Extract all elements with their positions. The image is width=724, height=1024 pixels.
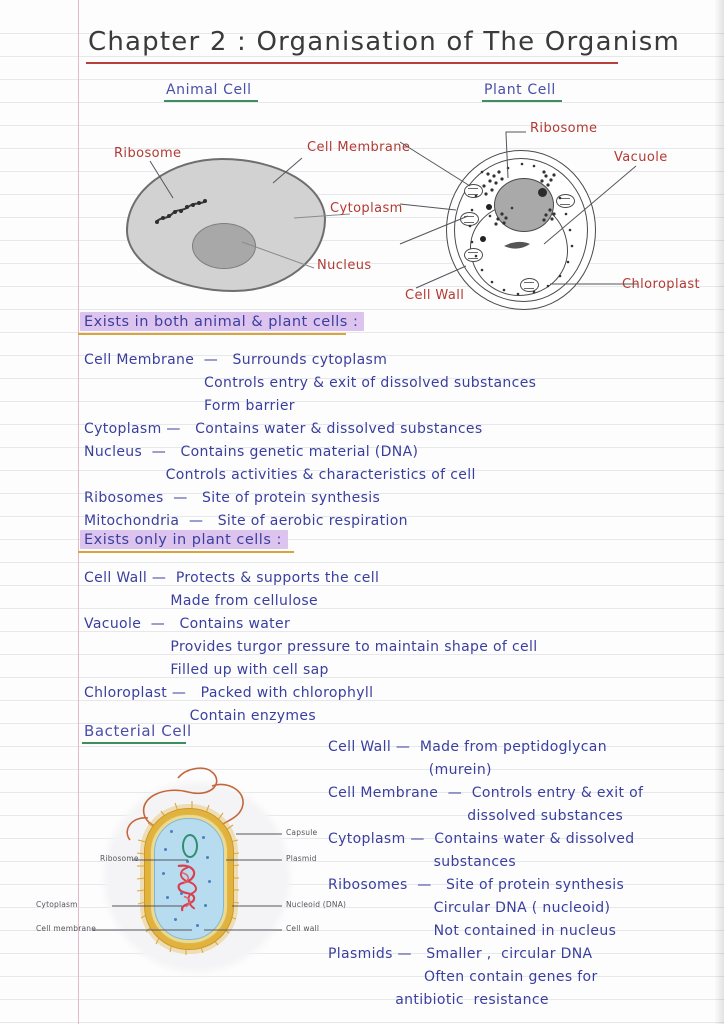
animal-ribosome-shape [155, 199, 207, 224]
plant-cell-body [446, 150, 596, 310]
bacterial-label-capsule: Capsule [286, 828, 318, 837]
animal-cell-nucleus-shape [192, 223, 256, 269]
bacterial-ribosome-dot [164, 848, 167, 851]
section-plant-line: Cell Wall — Protects & supports the cell [84, 570, 380, 586]
section-bacterial-line: Cytoplasm — Contains water & dissolved [328, 831, 635, 847]
bacterial-ribosome-dot [202, 836, 205, 839]
section-bacterial-line: Cell Wall — Made from peptidoglycan [328, 739, 607, 755]
section-bacterial-line: Ribosomes — Site of protein synthesis [328, 877, 625, 893]
animal-label-cytoplasm: Cytoplasm [330, 201, 403, 216]
bacterial-ribosome-dot [206, 856, 209, 859]
chloroplast-shape [464, 248, 483, 262]
bacterial-ribosome-dot [174, 918, 177, 921]
bacterial-nucleoid-shape [177, 864, 197, 912]
animal-cell-heading: Animal Cell [166, 82, 252, 98]
bacterial-ribosome-dot [170, 830, 173, 833]
margin-rule [78, 0, 79, 1024]
section-heading-plant-only: Exists only in plant cells : [80, 530, 288, 549]
animal-cell-heading-underline [164, 100, 258, 102]
section-both-line: Mitochondria — Site of aerobic respirati… [84, 513, 408, 529]
section-plant-line: Chloroplast — Packed with chlorophyll [84, 685, 374, 701]
title-underline [86, 62, 618, 64]
animal-label-nucleus: Nucleus [317, 258, 372, 273]
bacterial-ribosome-dot [166, 896, 169, 899]
section-bacterial-line: Plasmids — Smaller , circular DNA [328, 946, 593, 962]
bacterial-ribosome-dot [180, 892, 183, 895]
bacterial-cell-heading: Bacterial Cell [84, 722, 192, 740]
bacterial-label-ribosome: Ribosome [100, 854, 139, 863]
section-plant-line: Filled up with cell sap [84, 662, 329, 678]
plant-ribosome-stipple [468, 162, 574, 296]
page-edge-shadow [714, 0, 724, 1024]
plant-label-ribosome: Ribosome [530, 121, 598, 136]
section-plant-line: Vacuole — Contains water [84, 616, 291, 632]
section-both-line: Ribosomes — Site of protein synthesis [84, 490, 381, 506]
section-both-line: Cytoplasm — Contains water & dissolved s… [84, 421, 483, 437]
section-bacterial-line: dissolved substances [328, 808, 624, 824]
bacterial-label-cytoplasm: Cytoplasm [36, 900, 78, 909]
bacterial-ribosome-dot [196, 924, 199, 927]
plant-cell-nucleolus-shape [538, 188, 547, 197]
plant-cell-heading: Plant Cell [484, 82, 556, 98]
chloroplast-shape [464, 184, 483, 198]
section-heading-both-underline [78, 333, 346, 335]
plant-label-chloroplast: Chloroplast [622, 277, 700, 292]
bacterial-ribosome-dot [186, 860, 189, 863]
plant-cell-heading-underline [482, 100, 562, 102]
bacterial-cell-heading-underline [82, 742, 186, 744]
animal-label-ribosome: Ribosome [114, 146, 182, 161]
bacterial-plasmid-shape [182, 834, 198, 858]
bacterial-ribosome-dot [204, 904, 207, 907]
plant-organelle-dot [480, 236, 486, 242]
section-bacterial-line: antibiotic resistance [328, 992, 549, 1008]
section-bacterial-line: substances [328, 854, 516, 870]
bacterial-ribosome-dot [162, 872, 165, 875]
chloroplast-shape [520, 278, 539, 292]
section-bacterial-line: Not contained in nucleus [328, 923, 617, 939]
animal-label-cell-membrane: Cell Membrane [307, 140, 411, 155]
plant-organelle-dot [486, 204, 492, 210]
bacterial-label-plasmid: Plasmid [286, 854, 317, 863]
section-both-line: Nucleus — Contains genetic material (DNA… [84, 444, 419, 460]
page-title: Chapter 2 : Organisation of The Organism [88, 27, 681, 57]
animal-cell-leaders [149, 157, 351, 269]
section-plant-line: Contain enzymes [84, 708, 317, 724]
section-bacterial-line: Often contain genes for [328, 969, 598, 985]
bacterial-ribosome-dot [208, 880, 211, 883]
plant-label-vacuole: Vacuole [614, 150, 668, 165]
bacterial-label-nucleoid: Nucleoid (DNA) [286, 900, 347, 909]
section-both-line: Form barrier [84, 398, 295, 414]
bacterial-label-cell-wall: Cell wall [286, 924, 320, 933]
plant-cell-leaders [399, 131, 638, 289]
section-heading-both: Exists in both animal & plant cells : [80, 312, 365, 331]
section-bacterial-line: Cell Membrane — Controls entry & exit of [328, 785, 644, 801]
section-plant-line: Made from cellulose [84, 593, 319, 609]
bacterial-cell-body [130, 800, 260, 955]
plant-cell-membrane-shape [454, 158, 588, 302]
section-plant-line: Provides turgor pressure to maintain sha… [84, 639, 538, 655]
section-both-line: Controls entry & exit of dissolved subst… [84, 375, 537, 391]
bacterial-cell-leaders [92, 833, 282, 931]
section-heading-plant-only-underline [78, 551, 294, 553]
section-both-line: Cell Membrane — Surrounds cytoplasm [84, 352, 388, 368]
bacterial-label-cell-membrane: Cell membrane [36, 924, 97, 933]
plant-label-cell-wall: Cell Wall [405, 288, 465, 303]
section-bacterial-line: (murein) [328, 762, 492, 778]
section-both-line: Controls activities & characteristics of… [84, 467, 476, 483]
section-bacterial-line: Circular DNA ( nucleoid) [328, 900, 611, 916]
